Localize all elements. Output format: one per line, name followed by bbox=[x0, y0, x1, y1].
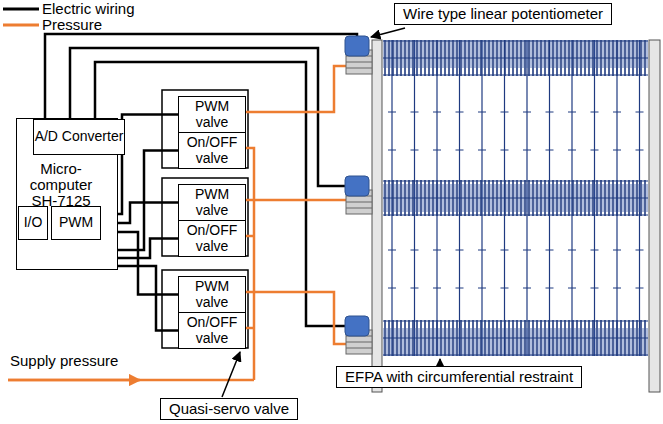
converter-box: A/D Converter bbox=[33, 119, 125, 155]
annotation-label: Supply pressure bbox=[10, 352, 118, 369]
callout-box: Quasi-servo valve bbox=[160, 398, 298, 420]
legend-entry: Pressure bbox=[2, 16, 102, 33]
end-plate bbox=[649, 40, 660, 392]
pressure-line bbox=[8, 66, 347, 380]
node-text: Micro-computer SH-7125 bbox=[21, 161, 101, 210]
onoff-valve-box: On/OFF valve bbox=[178, 132, 246, 169]
valve-housing bbox=[162, 178, 248, 256]
node-text: On/OFF valve bbox=[179, 223, 245, 253]
legend-sample bbox=[2, 1, 42, 17]
callout-box: EFPA with circumferential restraint bbox=[336, 366, 582, 388]
microcomputer-box: Micro-computer SH-7125A/D ConverterI/OPW… bbox=[16, 118, 118, 270]
valve-housing bbox=[162, 270, 248, 348]
pwm-valve-box: PWM valve bbox=[178, 96, 246, 133]
node-text: Wire type linear potentiometer bbox=[403, 6, 603, 22]
pwm-box: PWM bbox=[51, 206, 101, 240]
node-text: PWM bbox=[59, 215, 93, 230]
pwm-valve-box: PWM valve bbox=[178, 276, 246, 313]
leader-arrow bbox=[222, 28, 440, 397]
pwm-valve-box: PWM valve bbox=[178, 184, 246, 221]
node-text: On/OFF valve bbox=[179, 135, 245, 165]
legend-text: Electric wiring bbox=[42, 0, 135, 17]
node-text: A/D Converter bbox=[35, 129, 124, 144]
legend-text: Pressure bbox=[42, 16, 102, 33]
node-text: Quasi-servo valve bbox=[169, 401, 289, 417]
legend-sample bbox=[2, 17, 42, 33]
callout-box: Wire type linear potentiometer bbox=[394, 3, 612, 25]
node-text: PWM valve bbox=[179, 279, 245, 309]
node-text: On/OFF valve bbox=[179, 315, 245, 345]
onoff-valve-box: On/OFF valve bbox=[178, 312, 246, 349]
io-box: I/O bbox=[18, 206, 48, 240]
node-text: EFPA with circumferential restraint bbox=[345, 369, 573, 385]
legend-entry: Electric wiring bbox=[2, 0, 135, 17]
valve-housing bbox=[162, 90, 248, 168]
potentiometer bbox=[345, 36, 372, 354]
node-text: PWM valve bbox=[179, 99, 245, 129]
actuator-band bbox=[383, 40, 648, 356]
onoff-valve-box: On/OFF valve bbox=[178, 220, 246, 257]
node-text: PWM valve bbox=[179, 187, 245, 217]
node-text: I/O bbox=[24, 215, 43, 230]
end-plate bbox=[372, 40, 382, 392]
